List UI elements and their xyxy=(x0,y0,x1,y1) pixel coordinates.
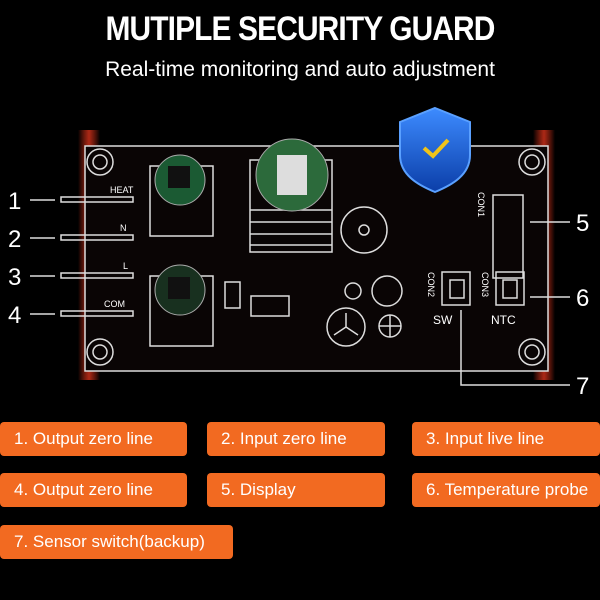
legend-item-1: 1. Output zero line xyxy=(0,422,187,456)
page-title: MUTIPLE SECURITY GUARD xyxy=(105,10,495,48)
legend-item-5: 5. Display xyxy=(207,473,385,507)
callout-number: 2 xyxy=(8,226,21,253)
buzzer xyxy=(340,206,388,254)
mount-hole xyxy=(86,148,114,176)
callout-number: 7 xyxy=(576,373,589,400)
callout-line-7 xyxy=(460,310,570,386)
connector-con1 xyxy=(492,194,524,279)
legend-item-3: 3. Input live line xyxy=(412,422,600,456)
legend-item-4: 4. Output zero line xyxy=(0,473,187,507)
led xyxy=(344,282,362,300)
mount-hole xyxy=(86,338,114,366)
connector-label: CON3 xyxy=(480,272,490,297)
check-icon xyxy=(422,138,450,159)
port-label: SW xyxy=(433,313,453,327)
connector-label: CON2 xyxy=(426,272,436,297)
terminal-com xyxy=(60,310,134,317)
legend-item-2: 2. Input zero line xyxy=(207,422,385,456)
page-subtitle: Real-time monitoring and auto adjustment xyxy=(105,58,495,81)
callout-number: 3 xyxy=(8,264,21,291)
callout-number: 5 xyxy=(576,210,589,237)
component xyxy=(224,281,241,309)
terminal-label: L xyxy=(123,261,128,271)
button xyxy=(371,275,403,307)
mount-hole xyxy=(518,338,546,366)
mount-hole xyxy=(518,148,546,176)
callout-number: 4 xyxy=(8,302,21,329)
terminal-n xyxy=(60,234,134,241)
connector-label: CON1 xyxy=(476,192,486,217)
callout-number: 1 xyxy=(8,188,21,215)
terminal-label: HEAT xyxy=(110,185,134,195)
connector-con3 xyxy=(495,271,525,306)
terminal-label: N xyxy=(120,223,127,233)
terminal-heat xyxy=(60,196,134,203)
terminal-label: COM xyxy=(104,299,125,309)
component xyxy=(250,295,290,317)
terminal-l xyxy=(60,272,134,279)
screw-symbol xyxy=(378,314,402,338)
shield-icon xyxy=(399,106,471,194)
circuit-board-diagram: HEAT N L COM CON1 CON2 CON3 SW NTC 1 2 3… xyxy=(8,106,589,400)
connector-con2 xyxy=(441,271,471,306)
legend-item-6: 6. Temperature probe xyxy=(412,473,600,507)
port-label: NTC xyxy=(491,313,516,327)
legend-item-7: 7. Sensor switch(backup) xyxy=(0,525,233,559)
callout-number: 6 xyxy=(576,285,589,312)
fan-symbol xyxy=(326,307,366,347)
